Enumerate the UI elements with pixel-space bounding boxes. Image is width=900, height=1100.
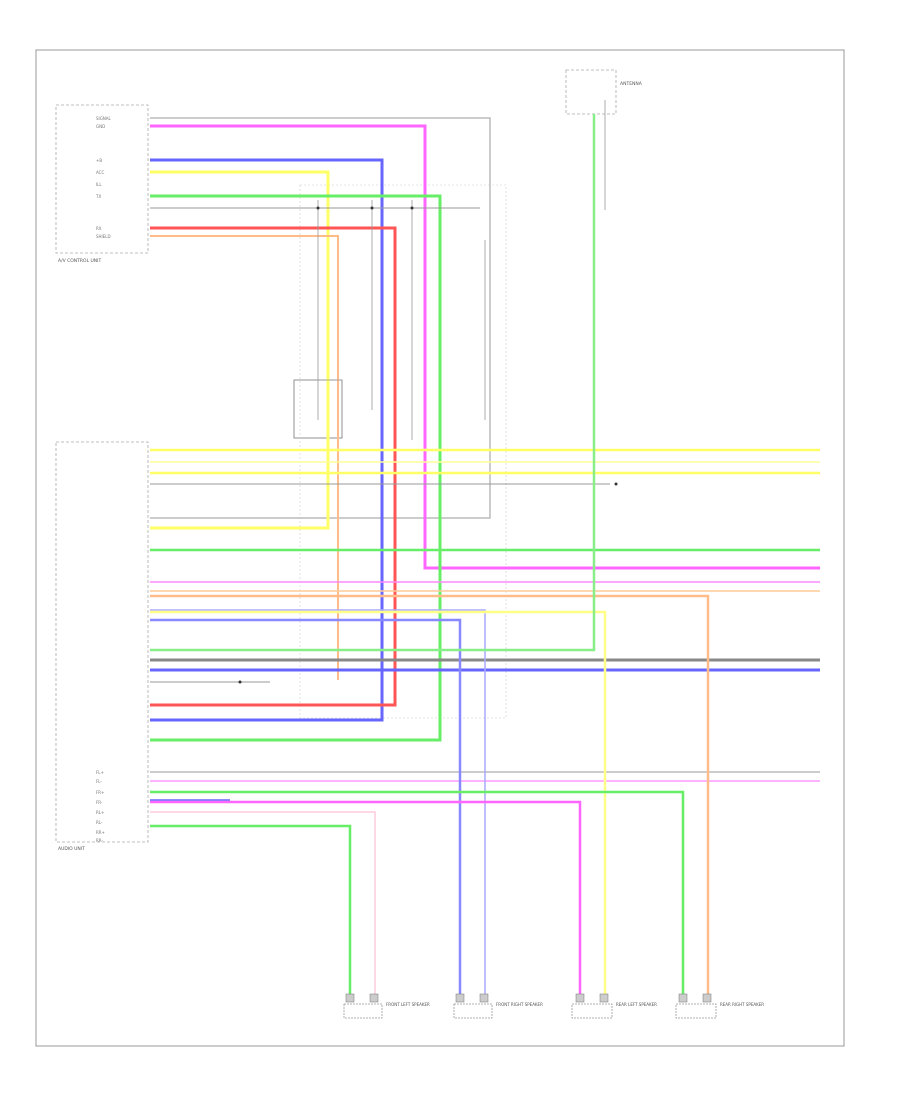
audio-pin-label: FR- <box>96 800 103 805</box>
audio-pin-label: RR+ <box>96 830 105 835</box>
speaker-rr-pin2 <box>702 993 712 1003</box>
audio-pin-label: FL- <box>96 779 102 784</box>
pin-label: +B <box>96 158 102 163</box>
junction-dot-3 <box>410 206 414 210</box>
speaker-rl-pin2 <box>599 993 609 1003</box>
speaker-fr-body <box>453 1003 493 1019</box>
speaker-fl-label: FRONT LEFT SPEAKER <box>386 1002 430 1007</box>
speaker-fr-pin2 <box>479 993 489 1003</box>
audio-pin-labels: FL+ FL- FR+ FR- RL+ RL- RR+ RR- <box>96 770 105 843</box>
control-unit-top-label: A/V CONTROL UNIT <box>58 258 101 264</box>
wire-pink-top <box>150 124 820 570</box>
pin-label: GND <box>96 124 105 129</box>
speaker-rl-label: REAR LEFT SPEAKER <box>616 1002 657 1007</box>
wire-orange-spk4 <box>150 594 710 998</box>
speaker-fr-label: FRONT RIGHT SPEAKER <box>496 1002 543 1007</box>
wire-blue-top <box>150 158 384 722</box>
speaker-fl-pin2 <box>369 993 379 1003</box>
speaker-front-right: FRONT RIGHT SPEAKER <box>453 993 543 1019</box>
wire-orange-top <box>150 235 339 680</box>
junction-dot-1 <box>316 206 320 210</box>
wire-green-antenna <box>150 114 596 652</box>
pin-label: SIGNAL <box>96 116 112 121</box>
harness-verticals <box>317 200 486 440</box>
speaker-fl-body <box>343 1003 383 1019</box>
audio-pin-label: RL- <box>96 820 103 825</box>
speaker-rr-body <box>675 1003 717 1019</box>
wire-green-top <box>150 194 442 742</box>
pin-label: SHIELD <box>96 234 111 239</box>
wire-green-spk1 <box>150 824 352 998</box>
audio-pin-label: FL+ <box>96 770 104 775</box>
speaker-rl-body <box>571 1003 613 1019</box>
antenna-box <box>565 69 617 115</box>
wire-blue-spk2 <box>150 618 462 998</box>
speaker-rr-pin1 <box>678 993 688 1003</box>
antenna-label: ANTENNA <box>620 81 643 87</box>
wire-blue-spk2b <box>150 609 486 998</box>
wire-pink-spk1 <box>150 811 376 998</box>
top-pin-labels: SIGNAL GND +B ACC ILL TX RX SHIELD <box>95 116 112 239</box>
wire-gray-top <box>150 117 491 519</box>
audio-pin-label: FR+ <box>96 790 104 795</box>
audio-pin-label: RR- <box>96 838 103 843</box>
audio-pin-label: RL+ <box>96 810 104 815</box>
speaker-front-left: FRONT LEFT SPEAKER <box>343 993 430 1019</box>
wire-red-top <box>150 226 397 707</box>
junction-dot-2 <box>370 206 374 210</box>
speaker-rear-right: REAR RIGHT SPEAKER <box>675 993 764 1019</box>
pin-label: ILL <box>96 182 102 187</box>
harness-routing-box <box>299 184 507 719</box>
speaker-rear-left: REAR LEFT SPEAKER <box>571 993 657 1019</box>
speaker-fr-pin1 <box>455 993 465 1003</box>
pin-label: ACC <box>96 170 104 175</box>
wire-yellow-spk3 <box>150 610 607 998</box>
speaker-rl-pin1 <box>575 993 585 1003</box>
pin-label: TX <box>95 194 101 199</box>
top-wires <box>150 117 820 742</box>
junction-dot-4 <box>614 482 618 486</box>
speaker-wires <box>150 594 710 998</box>
control-unit-top-box <box>55 104 149 254</box>
wire-yellow-top <box>150 170 330 530</box>
audio-unit-label: AUDIO UNIT <box>58 846 85 852</box>
diagram-frame <box>35 49 845 1047</box>
wire-pink-spk3 <box>150 800 582 998</box>
connector-dots <box>238 206 618 684</box>
junction-dot-5 <box>238 680 242 684</box>
pin-label: RX <box>96 226 102 231</box>
speaker-rr-label: REAR RIGHT SPEAKER <box>720 1002 764 1007</box>
audio-unit-box <box>55 441 149 843</box>
speaker-fl-pin1 <box>345 993 355 1003</box>
wire-green-spk4 <box>150 790 685 998</box>
